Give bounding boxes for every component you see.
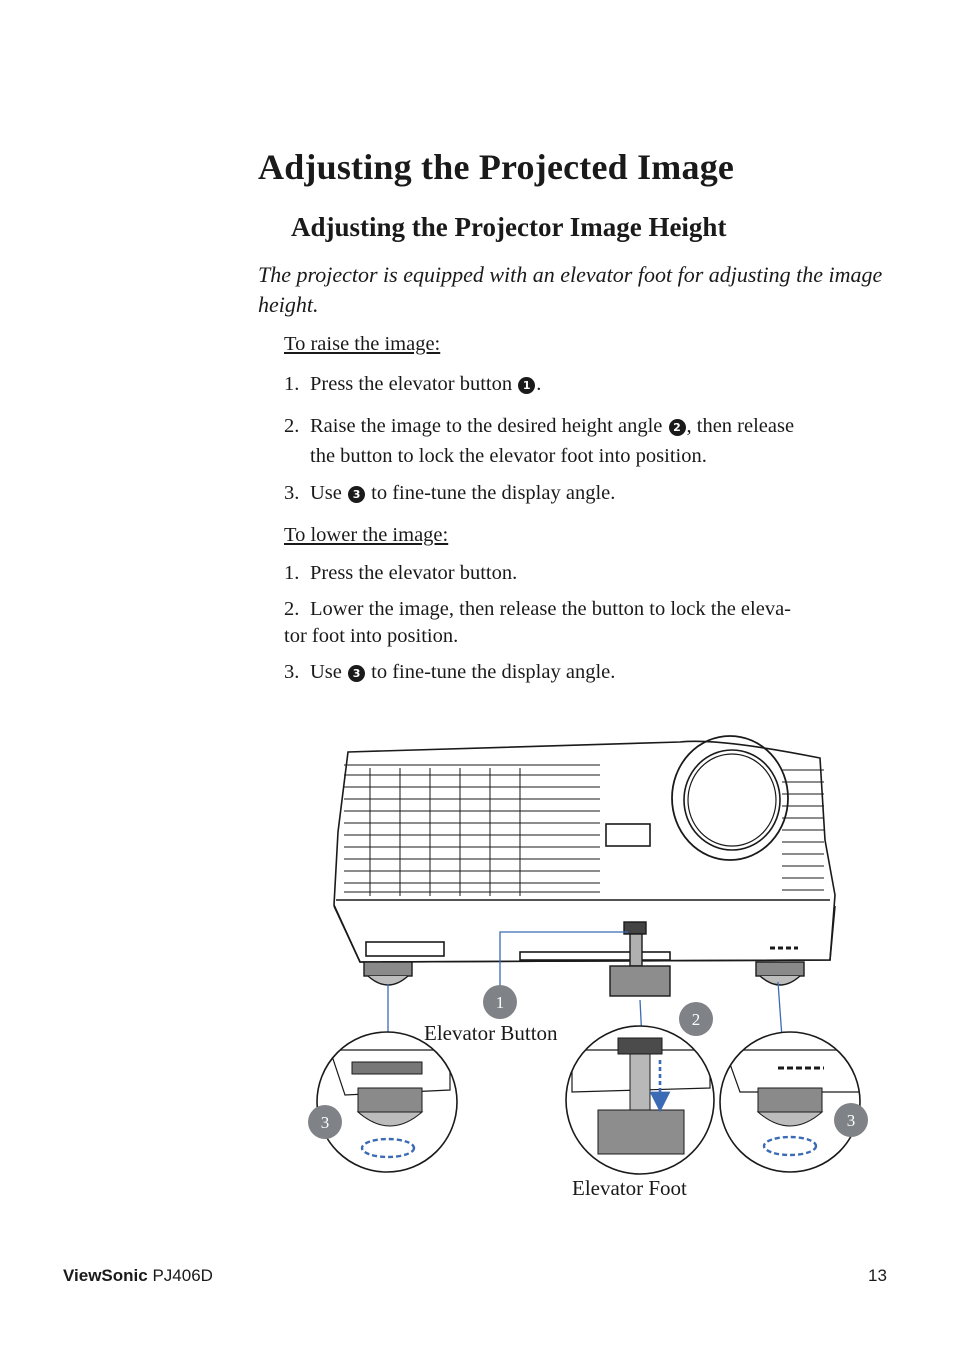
detail-center [566,1026,714,1174]
marker-1-icon: 1 [518,377,536,394]
raise-step-2: 2. Raise the image to the desired height … [284,412,794,441]
detail-right [720,1032,860,1172]
projector-figure: 1 2 3 3 Elevator Button Elevator Foot [300,720,880,1220]
step-number: 1. [284,373,300,395]
page-number: 13 [868,1266,887,1285]
step-number: 3. [284,482,300,504]
step-text-end: to fine-tune the display angle. [371,661,616,683]
elevator-foot-label: Elevator Foot [572,1176,687,1200]
callout-3-label: 3 [321,1113,330,1132]
marker-2-icon: 2 [668,419,686,436]
marker-3-icon: 3 [348,665,366,682]
callout-2: 2 [679,1002,713,1036]
step-text-end: . [536,373,542,395]
step-number: 2. [284,598,300,620]
step-text: Press the elevator button [310,373,513,395]
detail-left [317,1032,457,1172]
step-text-end: to fine-tune the display angle. [371,482,616,504]
projector-illustration: 1 2 3 3 [308,735,868,1175]
raise-heading: To raise the image: [284,333,441,355]
elevator-button-label: Elevator Button [424,1021,558,1045]
step-text: Lower the image, then release the button… [310,598,791,620]
step-text: Use [310,661,342,683]
callout-3-right: 3 [834,1103,868,1137]
page-title: Adjusting the Projected Image [258,147,735,187]
raise-step-2-continued: the button to lock the elevator foot int… [310,445,707,467]
raise-step-1: 1. Press the elevator button 1. [284,370,541,399]
lower-step-1: 1. Press the elevator button. [284,559,517,588]
callout-1: 1 [483,985,517,1019]
callout-3-left: 3 [308,1105,342,1139]
step-text: Press the elevator button. [310,562,518,584]
lower-step-2-continued: tor foot into position. [284,625,459,647]
step-text: Use [310,482,342,504]
step-text: Raise the image to the desired height an… [310,415,663,437]
step-number: 3. [284,661,300,683]
model-name: PJ406D [152,1266,213,1285]
marker-3-icon: 3 [348,486,366,503]
step-number: 1. [284,562,300,584]
brand-name: ViewSonic [63,1266,148,1285]
step-number: 2. [284,415,300,437]
intro-paragraph: The projector is equipped with an elevat… [258,262,883,317]
callout-1-label: 1 [496,993,505,1012]
footer-brand: ViewSonic PJ406D [63,1266,213,1286]
lower-step-2: 2. Lower the image, then release the butt… [284,595,791,624]
projector-body [333,735,836,963]
step-text-end: , then release [686,415,795,437]
callout-2-label: 2 [692,1010,701,1029]
lower-heading: To lower the image: [284,524,449,546]
section-heading: Adjusting the Projector Image Height [291,212,727,242]
callout-3-label: 3 [847,1111,856,1130]
raise-step-3: 3. Use 3 to fine-tune the display angle. [284,479,615,508]
lower-step-3: 3. Use 3 to fine-tune the display angle. [284,658,615,687]
projector-feet [363,921,805,997]
